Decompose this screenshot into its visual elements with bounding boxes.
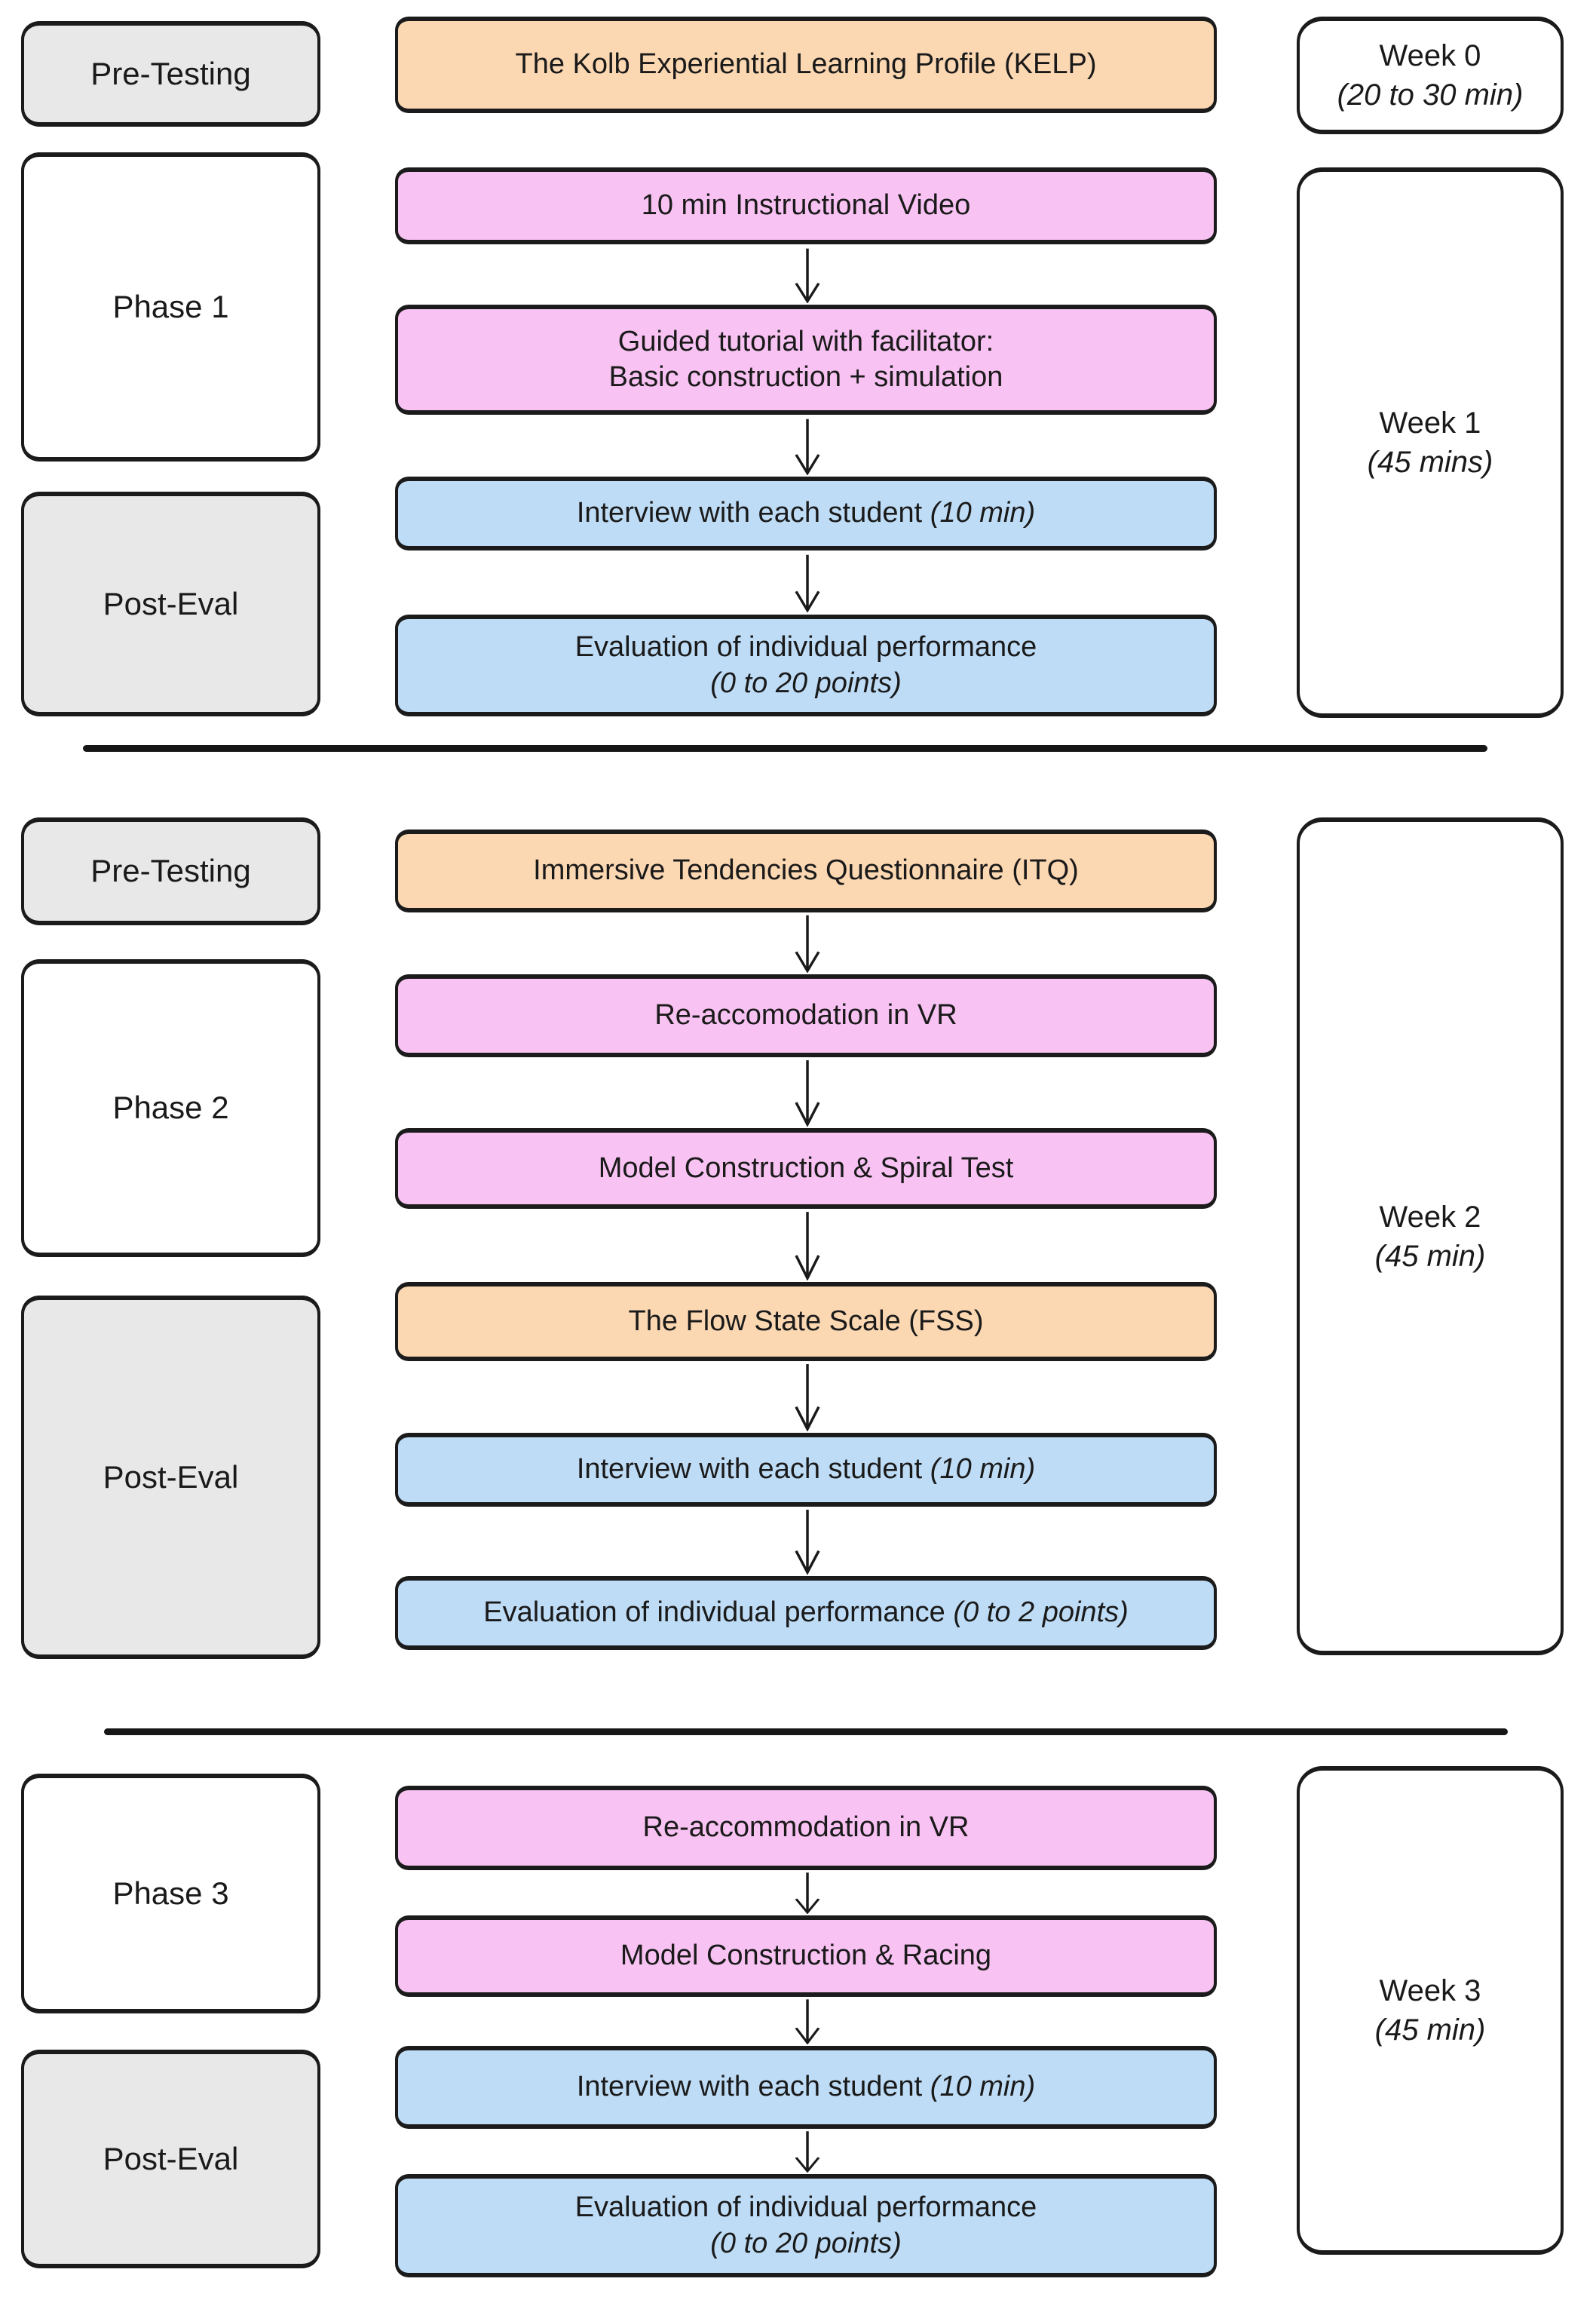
flow-arrow-icon xyxy=(789,554,826,612)
pre-testing-label-phase2: Pre-Testing xyxy=(21,817,320,925)
fss-box: The Flow State Scale (FSS) xyxy=(395,1282,1217,1361)
week-0-box: Week 0 (20 to 30 min) xyxy=(1297,17,1564,134)
model-construction-racing-box: Model Construction & Racing xyxy=(395,1915,1217,1997)
flow-arrow-icon xyxy=(789,1508,826,1575)
reaccommodation-box-phase2: Re-accomodation in VR xyxy=(395,974,1217,1057)
reaccommodation-box-phase3: Re-accommodation in VR xyxy=(395,1786,1217,1870)
week-3-box: Week 3 (45 min) xyxy=(1297,1766,1564,2255)
flow-arrow-icon xyxy=(789,247,826,303)
phase-2-label: Phase 2 xyxy=(21,959,320,1257)
pre-testing-label-phase1: Pre-Testing xyxy=(21,21,320,127)
guided-tutorial-box: Guided tutorial with facilitator: Basic … xyxy=(395,305,1217,415)
flow-arrow-icon xyxy=(789,914,826,973)
interview-box-phase1: Interview with each student(10 min) xyxy=(395,477,1217,550)
itq-box: Immersive Tendencies Questionnaire (ITQ) xyxy=(395,830,1217,912)
evaluation-box-phase1: Evaluation of individual performance (0 … xyxy=(395,615,1217,716)
post-eval-label-phase3: Post-Eval xyxy=(21,2050,320,2268)
section-divider xyxy=(83,745,1487,752)
phase-3-label: Phase 3 xyxy=(21,1774,320,2013)
post-eval-label-phase1: Post-Eval xyxy=(21,492,320,716)
flow-arrow-icon xyxy=(789,1872,826,1914)
kelp-box: The Kolb Experiential Learning Profile (… xyxy=(395,17,1217,113)
evaluation-box-phase3: Evaluation of individual performance (0 … xyxy=(395,2174,1217,2277)
flow-arrow-icon xyxy=(789,2130,826,2173)
instructional-video-box: 10 min Instructional Video xyxy=(395,167,1217,244)
flow-arrow-icon xyxy=(789,1059,826,1127)
model-construction-spiral-box: Model Construction & Spiral Test xyxy=(395,1128,1217,1209)
flow-arrow-icon xyxy=(789,418,826,475)
interview-box-phase2: Interview with each student(10 min) xyxy=(395,1433,1217,1507)
flow-arrow-icon xyxy=(789,1210,826,1280)
post-eval-label-phase2: Post-Eval xyxy=(21,1296,320,1659)
week-2-box: Week 2 (45 min) xyxy=(1297,817,1564,1655)
flow-arrow-icon xyxy=(789,1363,826,1431)
interview-box-phase3: Interview with each student(10 min) xyxy=(395,2046,1217,2129)
section-divider xyxy=(104,1728,1508,1735)
phase-1-label: Phase 1 xyxy=(21,152,320,462)
flow-arrow-icon xyxy=(789,1998,826,2044)
week-1-box: Week 1 (45 mins) xyxy=(1297,167,1564,718)
evaluation-box-phase2: Evaluation of individual performance(0 t… xyxy=(395,1576,1217,1650)
